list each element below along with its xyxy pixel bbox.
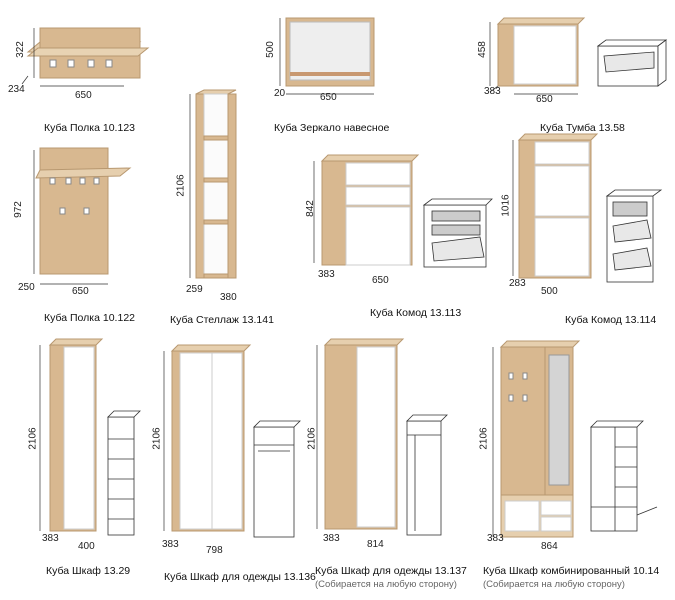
dim-depth: 283 — [509, 278, 526, 289]
product-stellazh-13-141: 2106 259 380 Куба Стеллаж 13.141 — [170, 80, 274, 330]
stellazh-13-141-drawing — [189, 89, 237, 279]
tumba-13-58-drawing — [489, 17, 668, 95]
dim-depth: 20 — [274, 88, 286, 99]
product-zerkalo: 500 20 650 Куба Зеркало навесное — [260, 0, 430, 140]
dim-depth: 234 — [8, 84, 25, 95]
shkaf-13-29-drawing — [39, 338, 141, 536]
polka-10-122-drawing — [33, 147, 132, 285]
product-note: (Собирается на любую сторону) — [315, 579, 457, 590]
dim-depth: 383 — [318, 269, 335, 280]
product-caption: Куба Полка 10.123 — [44, 122, 135, 134]
shkaf-13-137-drawing — [316, 338, 448, 536]
komod-13-113-drawing — [313, 154, 493, 268]
polka-10-123-drawing — [21, 27, 150, 87]
product-caption: Куба Комод 13.114 — [565, 314, 657, 326]
dim-depth: 383 — [162, 539, 179, 550]
dim-width: 650 — [372, 275, 389, 286]
dim-width: 798 — [206, 545, 223, 556]
dim-depth: 250 — [18, 282, 35, 293]
dim-depth: 383 — [487, 533, 504, 544]
dim-width: 400 — [78, 541, 95, 552]
product-shkaf-13-137: 2106 383 814 Куба Шкаф для одежды 13.137… — [305, 335, 475, 600]
dim-height: 500 — [264, 41, 276, 58]
dim-height: 458 — [476, 41, 488, 58]
product-shkaf-13-29: 2106 383 400 Куба Шкаф 13.29 — [0, 335, 150, 600]
dim-depth: 259 — [186, 284, 203, 295]
shkaf-10-14-drawing — [492, 340, 658, 538]
dim-depth: 383 — [42, 533, 59, 544]
product-caption: Куба Комод 13.113 — [370, 307, 462, 319]
dim-width: 650 — [320, 92, 337, 103]
dim-width: 380 — [220, 292, 237, 303]
dim-height: 842 — [304, 200, 316, 217]
product-caption: Куба Шкаф 13.29 — [46, 565, 131, 577]
dim-width: 650 — [72, 286, 89, 297]
product-komod-13-113: 842 383 650 Куба Комод 13.113 — [300, 145, 500, 330]
product-polka-10-123: 322 234 650 Куба Полка 10.123 — [0, 0, 220, 140]
dim-height: 2106 — [151, 427, 163, 450]
zerkalo-drawing — [279, 17, 375, 95]
product-komod-13-114: 1016 283 500 Куба Комод 13.114 — [495, 130, 675, 330]
dim-height: 972 — [12, 201, 24, 218]
product-tumba-13-58: 458 383 650 Куба Тумба 13.58 — [470, 0, 675, 140]
shkaf-13-136-drawing — [163, 344, 301, 538]
dim-width: 500 — [541, 286, 558, 297]
dim-height: 2106 — [306, 427, 318, 450]
product-shkaf-10-14: 2106 383 864 Куба Шкаф комбинированный 1… — [475, 335, 675, 600]
dim-depth: 383 — [323, 533, 340, 544]
dim-depth: 383 — [484, 86, 501, 97]
dim-height: 322 — [14, 41, 26, 58]
dim-height: 2106 — [478, 427, 490, 450]
product-caption: Куба Шкаф комбинированный 10.14 — [483, 565, 660, 577]
product-shkaf-13-136: 2106 383 798 Куба Шкаф для одежды 13.136 — [150, 335, 316, 600]
product-caption: Куба Шкаф для одежды 13.136 — [164, 571, 316, 583]
dim-width: 864 — [541, 541, 558, 552]
dim-width: 650 — [75, 90, 92, 101]
product-caption: Куба Шкаф для одежды 13.137 — [315, 565, 467, 577]
dim-height: 2106 — [27, 427, 39, 450]
product-caption: Куба Зеркало навесное — [274, 122, 390, 134]
product-caption: Куба Стеллаж 13.141 — [170, 314, 274, 326]
dim-height: 1016 — [500, 194, 512, 217]
dim-width: 814 — [367, 539, 384, 550]
dim-width: 650 — [536, 94, 553, 105]
product-polka-10-122: 972 250 650 Куба Полка 10.122 — [0, 140, 170, 330]
product-note: (Собирается на любую сторону) — [483, 579, 625, 590]
product-caption: Куба Полка 10.122 — [44, 312, 135, 324]
dim-height: 2106 — [175, 174, 187, 197]
komod-13-114-drawing — [512, 133, 663, 283]
product-caption: Куба Тумба 13.58 — [540, 122, 625, 134]
